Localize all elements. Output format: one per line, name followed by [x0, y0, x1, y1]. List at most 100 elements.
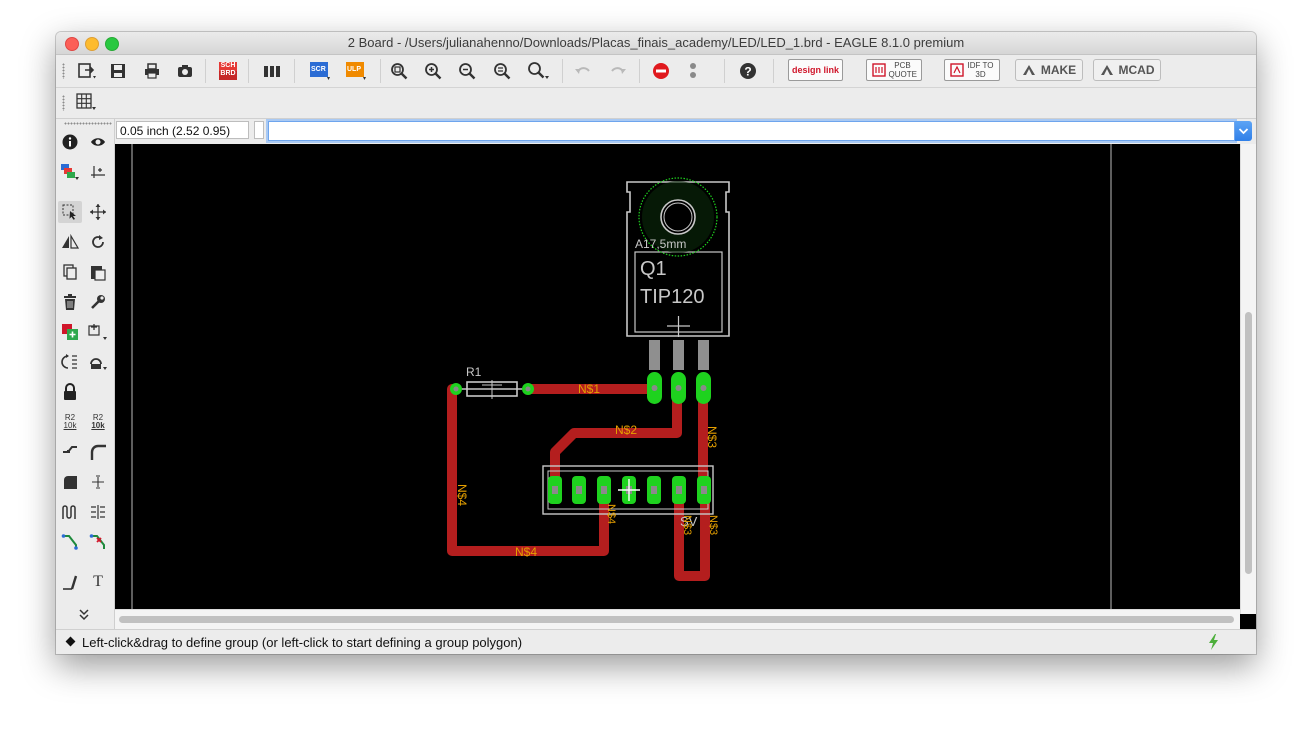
ulp-icon[interactable]: ULP [344, 61, 370, 81]
print-icon[interactable] [141, 61, 163, 81]
vertical-scrollbar[interactable] [1240, 144, 1256, 614]
library-icon[interactable] [260, 61, 284, 81]
change-icon[interactable] [86, 291, 110, 313]
lock-icon[interactable] [58, 381, 82, 403]
undo-icon[interactable] [572, 61, 594, 81]
route-multiple-icon[interactable] [86, 471, 110, 493]
save-icon[interactable] [107, 61, 129, 81]
q1-name: Q1 [640, 258, 667, 280]
move-icon[interactable] [86, 201, 110, 223]
replace-icon[interactable] [86, 321, 110, 343]
grid-icon[interactable] [74, 92, 100, 112]
more-tools-icon[interactable] [72, 603, 96, 625]
maximize-window-button[interactable] [105, 37, 119, 51]
sch-brd-switch-icon[interactable]: SCH BRD [216, 61, 240, 81]
toolbar-separator [294, 59, 295, 83]
toolbar-separator [380, 59, 381, 83]
mirror-icon[interactable] [58, 231, 82, 253]
mcad-label: MCAD [1118, 63, 1155, 77]
zoom-out-icon[interactable] [456, 61, 478, 81]
differential-pair-icon[interactable] [86, 501, 110, 523]
q1-hole-label: A17,5mm [635, 237, 686, 251]
mark-icon[interactable] [86, 161, 110, 183]
meander-icon[interactable] [58, 501, 82, 523]
brd-label: BRD [220, 70, 236, 77]
wire-icon[interactable] [58, 571, 82, 593]
net-label-n1: N$1 [578, 382, 600, 396]
stop-icon[interactable] [650, 61, 672, 81]
zoom-fit-icon[interactable] [388, 61, 410, 81]
net-label-n4-vertical: N$4 [455, 484, 469, 506]
net-label-n4-horizontal: N$4 [515, 545, 537, 559]
lightning-icon[interactable] [1206, 633, 1222, 654]
autodesk-icon [1022, 65, 1035, 75]
show-icon[interactable] [86, 131, 110, 153]
swap-icon[interactable] [58, 351, 82, 373]
text-icon[interactable]: T [93, 573, 103, 590]
net-label-n3-pad-b: N$3 [707, 515, 719, 535]
close-window-button[interactable] [65, 37, 79, 51]
toolbar-grip-icon [62, 95, 65, 111]
design-link-button[interactable]: design link [788, 59, 843, 81]
delete-icon[interactable] [58, 291, 82, 313]
name-tool-sub: 10k [63, 421, 77, 430]
add-icon[interactable] [58, 321, 82, 343]
group-icon[interactable] [58, 201, 82, 223]
split-icon[interactable] [58, 441, 82, 463]
coordinate-toggle[interactable] [254, 121, 264, 139]
info-icon[interactable] [58, 131, 82, 153]
coordinate-display: 0.05 inch (2.52 0.95) [116, 121, 249, 139]
toolbar-separator [562, 59, 563, 83]
net-label-n4-pad: N$4 [605, 504, 617, 524]
go-icon[interactable] [683, 61, 703, 81]
command-history-dropdown[interactable] [1235, 121, 1252, 141]
pcb-quote-button[interactable]: PCB QUOTE [866, 59, 922, 81]
q1-pad-holes [651, 385, 707, 391]
zoom-area-icon[interactable] [526, 61, 552, 81]
open-icon[interactable] [76, 61, 100, 81]
optimize-icon[interactable] [58, 471, 82, 493]
mcad-button[interactable]: MCAD [1093, 59, 1161, 81]
board-drawing: A17,5mm Q1 TIP120 R1 [131, 144, 1112, 609]
q1-mounting-pad [638, 177, 718, 257]
parameter-toolbar [56, 88, 1256, 119]
layer-settings-icon[interactable] [58, 161, 82, 183]
net-label-n2: N$2 [615, 423, 637, 437]
net-label-n3-pad-a: N$3 [681, 515, 693, 535]
zoom-redraw-icon[interactable] [491, 61, 513, 81]
pcb-quote-icon [871, 63, 886, 77]
miter-icon[interactable] [86, 441, 110, 463]
script-icon[interactable]: SCR [308, 61, 334, 81]
paste-icon[interactable] [86, 261, 110, 283]
ripup-icon[interactable] [86, 531, 110, 553]
idf-icon [949, 63, 964, 77]
q1-mounting-hole-inner [663, 202, 693, 232]
toolbar-separator [773, 59, 774, 83]
redo-icon[interactable] [607, 61, 629, 81]
pinswap-icon[interactable] [86, 351, 110, 373]
scr-label: SCR [311, 66, 326, 73]
idf-label: IDF TO 3D [967, 61, 994, 79]
minimize-window-button[interactable] [85, 37, 99, 51]
horizontal-scrollbar[interactable] [115, 609, 1240, 630]
svg-text:?: ? [744, 65, 751, 79]
zoom-in-icon[interactable] [422, 61, 444, 81]
board-canvas[interactable]: A17,5mm Q1 TIP120 R1 [115, 144, 1256, 629]
value-tool[interactable]: R2 10k [86, 411, 110, 433]
horizontal-scroll-thumb[interactable] [119, 616, 1234, 623]
make-button[interactable]: MAKE [1015, 59, 1083, 81]
main-toolbar: SCH BRD SCR ULP [56, 55, 1256, 88]
toolbar-grip-icon [62, 63, 65, 79]
cam-icon[interactable] [174, 61, 196, 81]
value-tool-sub: 10k [91, 421, 105, 430]
command-input[interactable] [268, 121, 1235, 141]
vertical-scroll-thumb[interactable] [1245, 312, 1252, 574]
name-tool[interactable]: R2 10k [58, 411, 82, 433]
help-icon[interactable]: ? [737, 61, 759, 81]
rotate-icon[interactable] [86, 231, 110, 253]
copy-icon[interactable] [58, 261, 82, 283]
route-icon[interactable] [58, 531, 82, 553]
idf-to-3d-button[interactable]: IDF TO 3D [944, 59, 1000, 81]
net-label-n3-vertical: N$3 [705, 426, 719, 448]
sch-label: SCH [220, 62, 236, 69]
